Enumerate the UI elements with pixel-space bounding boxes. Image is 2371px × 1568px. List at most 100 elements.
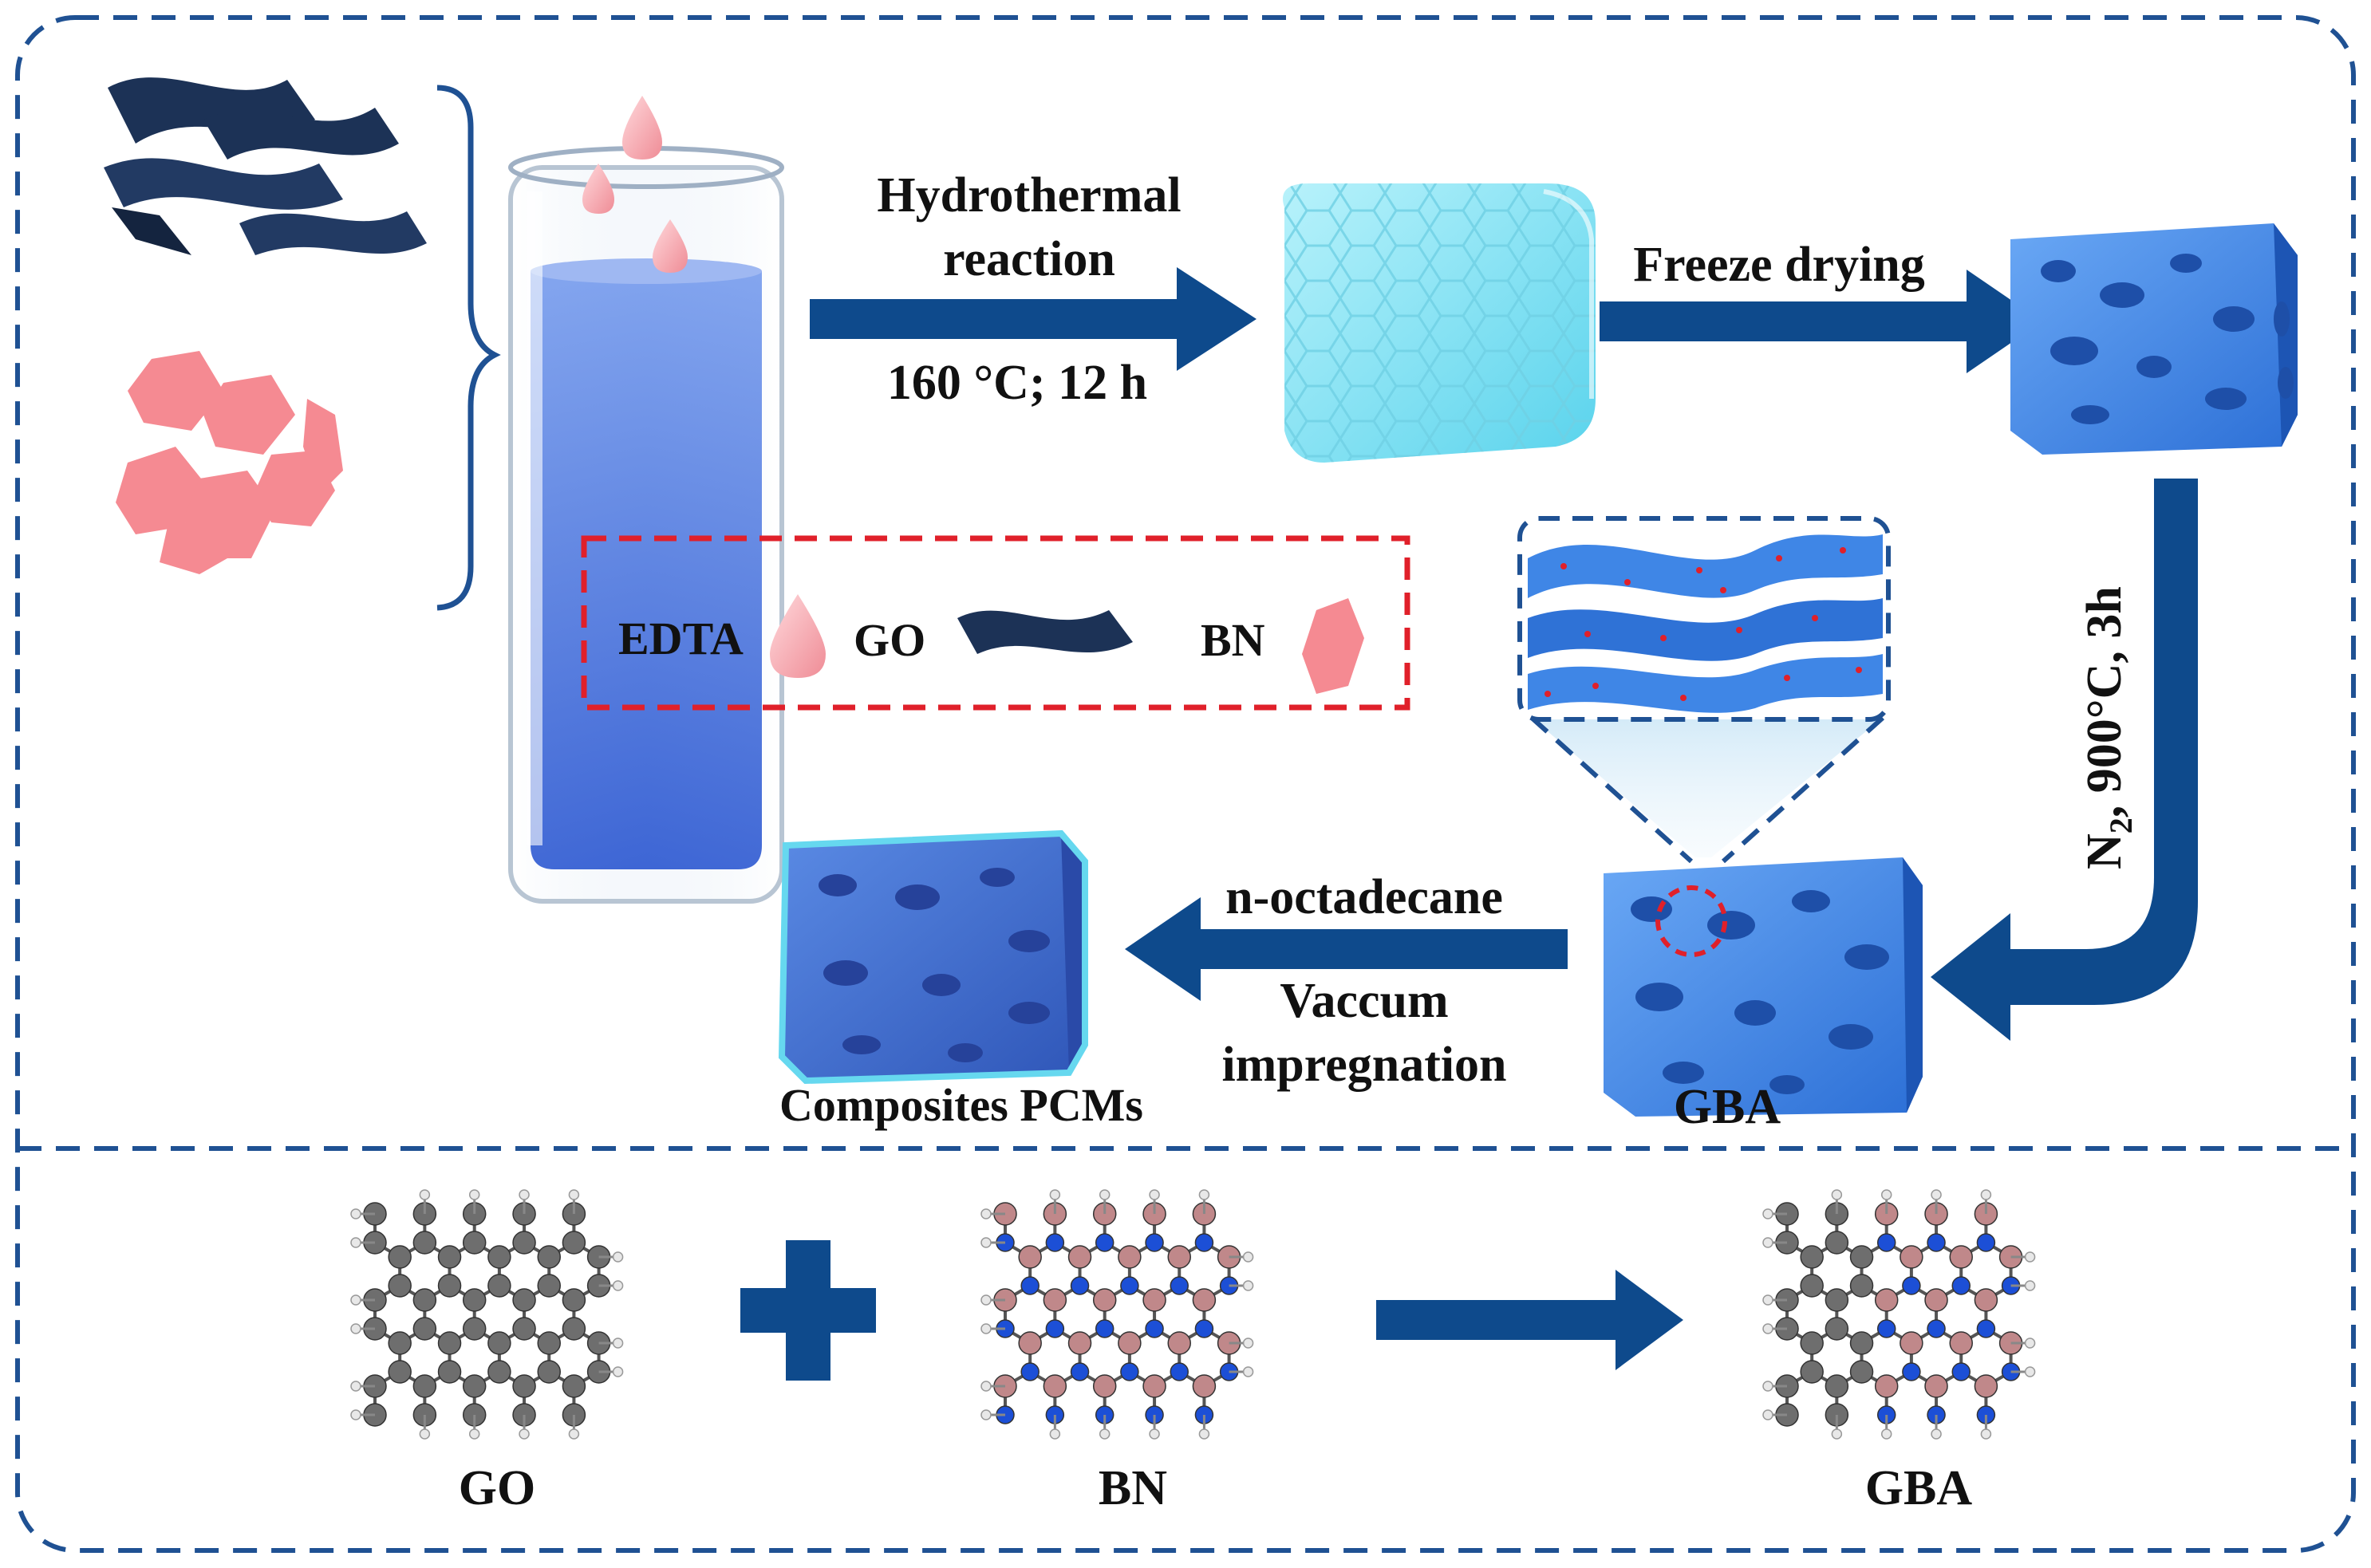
edta-drops-icon [582,96,688,273]
atom [1192,1288,1217,1312]
atom [1145,1233,1164,1252]
atom [1095,1319,1114,1338]
atom [388,1245,412,1269]
atom [1874,1288,1899,1312]
go-sheets-icon [104,77,427,255]
atom [1825,1231,1849,1255]
hydrogen-atom [1831,1428,1843,1440]
atom [1974,1374,1998,1398]
atom [1194,1233,1214,1252]
atom [512,1288,536,1312]
atom [1949,1245,1973,1269]
atom [1170,1276,1189,1295]
atom [1874,1374,1899,1398]
hydrogen-atom [1242,1251,1254,1263]
hydrogen-atom [612,1251,624,1263]
atom [1876,1233,1896,1252]
composite-block-icon [778,829,1088,1085]
impregnation-top-label: n-octadecane [1225,870,1503,924]
hydrogen-atom [1980,1189,1992,1200]
hydrogen-atom [1762,1323,1773,1334]
atom [1976,1233,1996,1252]
hydrogen-atom [1762,1381,1773,1392]
hydrogen-atom [419,1189,431,1200]
atom [537,1274,561,1298]
gba-product-label: GBA [1674,1080,1781,1134]
hydrogen-atom [1198,1428,1210,1440]
atom [1142,1374,1166,1398]
atom [1825,1317,1849,1341]
atom [1045,1319,1065,1338]
atom [1825,1374,1849,1398]
hydrogen-atom [468,1189,480,1200]
atom [562,1317,586,1341]
hydrogen-atom [1762,1208,1773,1219]
atom [1849,1331,1874,1355]
atom [1951,1362,1971,1381]
atom [1924,1288,1948,1312]
atom [512,1374,536,1398]
legend-go-label: GO [854,614,925,666]
atom [1095,1233,1114,1252]
atom [462,1374,487,1398]
hydrogen-atom [1149,1428,1160,1440]
atom [1194,1319,1214,1338]
hydrogen-atom [1880,1428,1892,1440]
atom [388,1360,412,1384]
atom [1902,1362,1921,1381]
hydrogen-atom [980,1294,992,1306]
atom [537,1245,561,1269]
atom [388,1331,412,1355]
zoom-inset [1517,516,1891,864]
legend-box [581,535,1410,711]
atom [1192,1374,1217,1398]
arrow-freeze-drying [1600,270,2042,373]
hydrogen-atom [1149,1189,1160,1200]
hydrogen-atom [1242,1280,1254,1291]
atom [1043,1288,1067,1312]
hydrogen-atom [1198,1189,1210,1200]
atom [1876,1319,1896,1338]
hydrogen-atom [519,1428,530,1440]
atom [1045,1233,1065,1252]
atom [388,1274,412,1298]
freeze-drying-label: Freeze drying [1633,238,1925,292]
atom [1951,1276,1971,1295]
gba-molecule [1762,1189,2036,1440]
aerogel-block-icon [2010,223,2298,455]
bn-flakes-icon [116,351,343,574]
atom [487,1360,511,1384]
atom [1976,1319,1996,1338]
atom [1949,1331,1973,1355]
atom [1800,1245,1824,1269]
atom [1043,1374,1067,1398]
atom [1020,1362,1040,1381]
beaker-icon [508,146,784,904]
hydrogen-atom [980,1381,992,1392]
annealing-condition: N2, 900°C, 3h [2077,586,2139,869]
atom [1067,1331,1092,1355]
hydrogen-atom [1242,1366,1254,1377]
atom [1849,1274,1874,1298]
atom [1900,1331,1923,1355]
atom [1118,1331,1142,1355]
atom [1800,1360,1824,1384]
atom [462,1317,487,1341]
atom [1092,1288,1117,1312]
hydrogen-atom [350,1323,361,1334]
atom [512,1231,536,1255]
hydrogen-atom [1762,1409,1773,1420]
atom [1927,1319,1946,1338]
atom [1167,1245,1191,1269]
hydrogen-atom [980,1409,992,1420]
atom [1092,1374,1117,1398]
hydrogen-atom [568,1189,580,1200]
atom [562,1231,586,1255]
atom [1020,1276,1040,1295]
hydrothermal-condition: 160 °C; 12 h [887,356,1147,410]
atom [412,1231,437,1255]
hydrogen-atom [2024,1280,2036,1291]
hydrogen-atom [1049,1189,1061,1200]
hydrogen-atom [1099,1189,1111,1200]
